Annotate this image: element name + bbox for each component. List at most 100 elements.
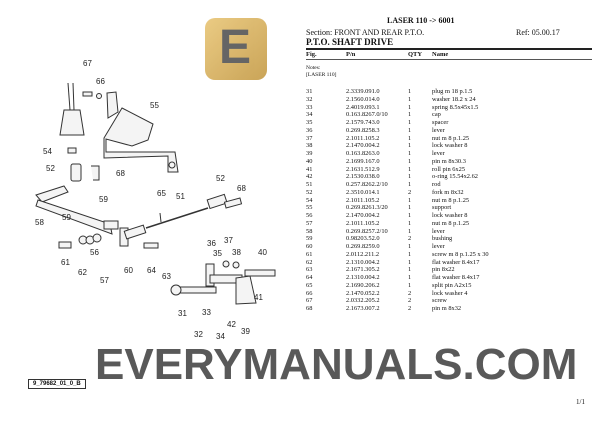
cell-pn: 2.1310.004.2 (346, 258, 380, 266)
callout-51: 51 (176, 192, 185, 201)
exploded-parts-diagram: 67 66 55 54 52 68 58 59 59 65 51 52 68 6… (35, 59, 276, 341)
callout-64: 64 (147, 266, 156, 275)
cell-fig: 51 (306, 181, 313, 188)
callout-31: 31 (178, 309, 187, 318)
cell-name: flat washer 8.4x17 (432, 258, 480, 266)
cell-fig: 38 (306, 142, 313, 150)
ref-label: Ref: 05.00.17 (516, 28, 560, 37)
callout-32: 32 (194, 330, 203, 339)
cell-qty: 1 (408, 95, 412, 103)
cell-pn: 0.257.8262.2/10 (346, 181, 388, 188)
cell-pn: 2.1530.038.0 (346, 173, 380, 181)
cell-name: spring 8.5x45x1.5 (432, 103, 479, 111)
page-number: 1/1 (576, 398, 585, 406)
cell-name: nut m 8 p.1.25 (432, 196, 470, 204)
cell-fig: 33 (306, 103, 313, 111)
cell-pn: 2.1470.052.2 (346, 289, 380, 297)
cell-fig: 56 (306, 212, 313, 219)
cell-name: bushing (432, 235, 453, 243)
cell-pn: 0.269.8258.3 (346, 126, 380, 134)
callout-68: 68 (237, 184, 246, 193)
cell-qty: 1 (408, 258, 412, 266)
cell-qty: 2 (408, 188, 412, 196)
cell-name: o-ring 15.54x2.62 (432, 173, 478, 181)
cell-name: cap (432, 111, 441, 119)
cell-pn: 2.1560.014.0 (346, 95, 380, 103)
cell-name: lock washer 8 (432, 212, 468, 219)
cell-fig: 63 (306, 266, 313, 274)
callout-33: 33 (202, 308, 211, 317)
table-header: Fig. P/n QTY Name (306, 48, 592, 60)
cell-fig: 31 (306, 88, 313, 95)
cell-qty: 1 (408, 204, 412, 212)
model-title: LASER 110 -> 6001 (387, 16, 455, 25)
cell-qty: 1 (408, 274, 412, 281)
cell-pn: 2.3510.014.1 (346, 188, 380, 196)
cell-qty: 1 (408, 103, 412, 111)
cell-pn: 0.269.8257.2/10 (346, 227, 388, 235)
cell-fig: 62 (306, 258, 313, 266)
cell-qty: 1 (408, 266, 412, 274)
cell-name: support (432, 204, 452, 212)
cell-fig: 58 (306, 227, 313, 235)
cell-name: split pin A2x15 (432, 281, 472, 289)
callout-52: 52 (46, 164, 55, 173)
cell-name: washer 18.2 x 24 (432, 95, 476, 103)
notes: Notes: [LASER 110] (306, 65, 337, 79)
cell-name: lever (432, 243, 445, 250)
cell-fig: 42 (306, 173, 313, 181)
col-fig: Fig. (306, 51, 317, 58)
cell-name: lock washer 8 (432, 142, 468, 150)
cell-pn: 0.98203.52.0 (346, 235, 380, 243)
callout-38: 38 (232, 248, 241, 257)
cell-pn: 2.1011.105.2 (346, 134, 380, 142)
cell-name: fork m 8x32 (432, 188, 464, 196)
cell-name: lever (432, 150, 445, 157)
cell-qty: 2 (408, 289, 412, 297)
callout-61: 61 (61, 258, 70, 267)
callout-37: 37 (224, 236, 233, 245)
callout-58: 58 (35, 218, 44, 227)
cell-pn: 2.1470.004.2 (346, 142, 380, 150)
cell-name: lever (432, 227, 445, 235)
cell-name: flat washer 8.4x17 (432, 274, 480, 281)
callout-59: 59 (99, 195, 108, 204)
cell-fig: 59 (306, 235, 313, 243)
col-name: Name (432, 51, 449, 58)
cell-fig: 68 (306, 305, 313, 312)
callout-57: 57 (100, 276, 109, 285)
callout-55: 55 (150, 101, 159, 110)
cell-name: rod (432, 181, 441, 188)
cell-pn: 2.1011.105.2 (346, 196, 380, 204)
cell-fig: 64 (306, 274, 313, 281)
cell-pn: 2.1470.004.2 (346, 212, 380, 219)
cell-fig: 67 (306, 297, 313, 305)
cell-name: nut m 8 p.1.25 (432, 219, 470, 227)
cell-name: screw m 8 p.1.25 x 30 (432, 250, 489, 258)
callout-41: 41 (254, 293, 263, 302)
cell-name: spacer (432, 119, 449, 126)
cell-fig: 65 (306, 281, 313, 289)
cell-fig: 60 (306, 243, 313, 250)
cell-fig: 52 (306, 188, 313, 196)
cell-qty: 1 (408, 219, 412, 227)
cell-fig: 39 (306, 150, 313, 157)
cell-qty: 1 (408, 88, 412, 95)
cell-fig: 36 (306, 126, 313, 134)
